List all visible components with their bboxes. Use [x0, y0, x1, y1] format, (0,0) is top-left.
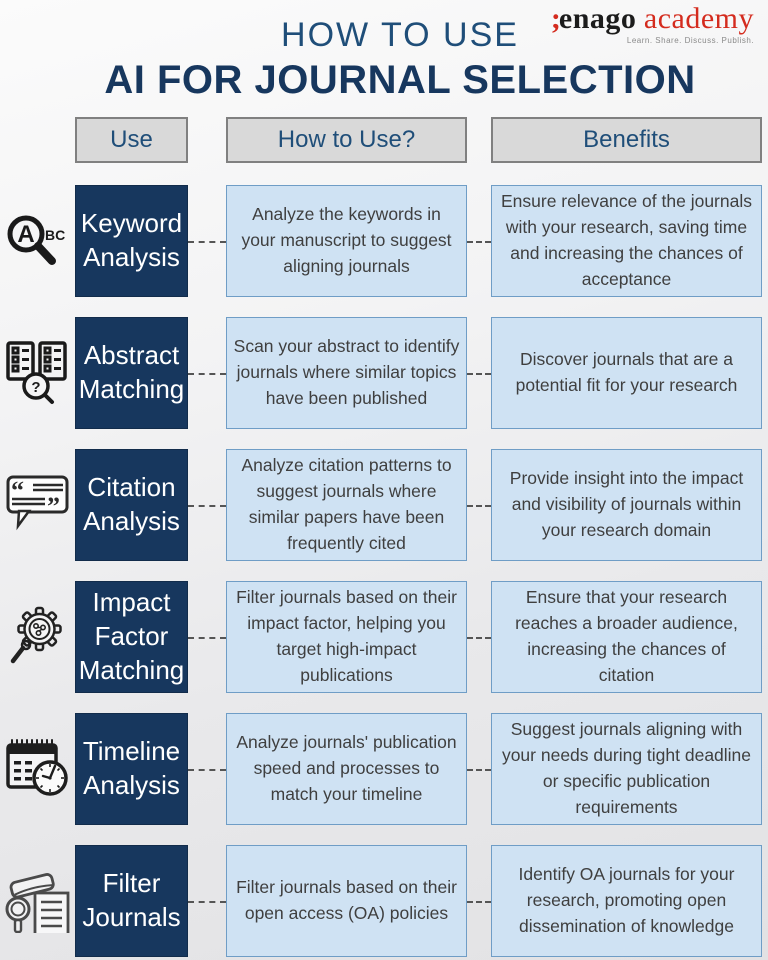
svg-text:“: “	[11, 476, 24, 505]
citation-quote-bubble-icon: “ ”	[0, 449, 75, 561]
svg-text:A: A	[17, 221, 34, 248]
benefit-text: Ensure that your research reaches a broa…	[491, 581, 762, 693]
column-header-row: Use How to Use? Benefits	[0, 117, 768, 163]
how-to-use-text: Scan your abstract to identify journals …	[226, 317, 467, 429]
use-label: Abstract Matching	[75, 317, 188, 429]
dashed-connector	[467, 845, 491, 957]
title-line-2: AI FOR JOURNAL SELECTION	[104, 58, 696, 102]
column-header-use: Use	[75, 117, 188, 163]
enago-academy-logo: ;enago academy Learn. Share. Discuss. Pu…	[551, 4, 754, 45]
benefit-text: Identify OA journals for your research, …	[491, 845, 762, 957]
dashed-connector	[467, 185, 491, 297]
dashed-connector	[188, 317, 226, 429]
dashed-connector	[188, 185, 226, 297]
benefit-text: Discover journals that are a potential f…	[491, 317, 762, 429]
table-row: A BC Keyword Analysis Analyze the keywor…	[0, 185, 768, 297]
title-line-1: HOW TO USE	[281, 16, 519, 54]
table-row: Timeline Analysis Analyze journals' publ…	[0, 713, 768, 825]
table-row: ? Abstract Matching Scan your abstract t…	[0, 317, 768, 429]
use-label: Citation Analysis	[75, 449, 188, 561]
dashed-connector	[188, 713, 226, 825]
column-header-how-to-use: How to Use?	[226, 117, 467, 163]
use-label: Filter Journals	[75, 845, 188, 957]
svg-text:?: ?	[31, 379, 40, 396]
logo-comma-icon: ;	[550, 2, 561, 35]
dashed-connector	[188, 581, 226, 693]
keyword-search-magnifier-abc-icon: A BC	[0, 185, 75, 297]
column-header-benefits: Benefits	[491, 117, 762, 163]
use-label: Timeline Analysis	[75, 713, 188, 825]
timeline-calendar-clock-icon	[0, 713, 75, 825]
how-to-use-text: Analyze citation patterns to suggest jou…	[226, 449, 467, 561]
table-row: Filter Journals Filter journals based on…	[0, 845, 768, 957]
benefit-text: Ensure relevance of the journals with yo…	[491, 185, 762, 297]
use-label: Impact Factor Matching	[75, 581, 188, 693]
benefit-text: Provide insight into the impact and visi…	[491, 449, 762, 561]
use-label: Keyword Analysis	[75, 185, 188, 297]
table-row: “ ” Citation Analysis Analyze citation p…	[0, 449, 768, 561]
logo-suffix: academy	[643, 2, 754, 35]
how-to-use-text: Filter journals based on their impact fa…	[226, 581, 467, 693]
impact-gear-magnifier-icon	[0, 581, 75, 693]
logo-name: enago	[558, 2, 637, 35]
how-to-use-text: Filter journals based on their open acce…	[226, 845, 467, 957]
dashed-connector	[467, 449, 491, 561]
how-to-use-text: Analyze the keywords in your manuscript …	[226, 185, 467, 297]
filter-journals-book-magnifier-document-icon	[0, 845, 75, 957]
page-title: HOW TO USE AI FOR JOURNAL SELECTION	[0, 0, 768, 103]
table-row: Impact Factor Matching Filter journals b…	[0, 581, 768, 693]
dashed-connector	[188, 845, 226, 957]
abstract-checklists-magnifier-question-icon: ?	[0, 317, 75, 429]
logo-wordmark: ;enago academy	[551, 4, 754, 34]
benefit-text: Suggest journals aligning with your need…	[491, 713, 762, 825]
dashed-connector	[467, 713, 491, 825]
ai-journal-selection-table: Use How to Use? Benefits A BC Keyword An…	[0, 117, 768, 957]
dashed-connector	[467, 317, 491, 429]
svg-text:BC: BC	[45, 227, 65, 243]
svg-text:”: ”	[47, 492, 60, 521]
logo-tagline: Learn. Share. Discuss. Publish.	[626, 36, 754, 45]
how-to-use-text: Analyze journals' publication speed and …	[226, 713, 467, 825]
dashed-connector	[467, 581, 491, 693]
dashed-connector	[188, 449, 226, 561]
